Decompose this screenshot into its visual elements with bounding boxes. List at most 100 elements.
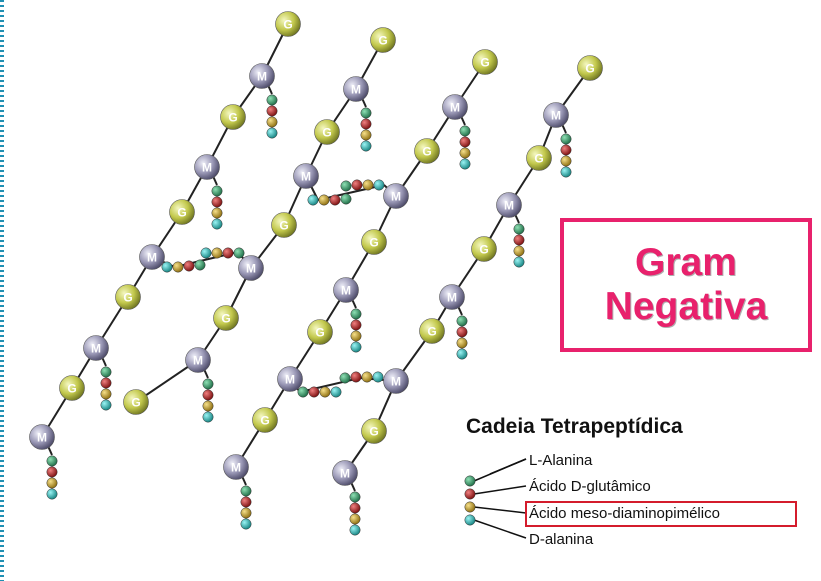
d-alanine-bead [456,348,468,360]
m-label: M [551,109,561,123]
muramic-bead: M [439,284,465,310]
dap-bead [240,507,252,519]
m-circle [223,454,249,480]
muramic-bead: M [343,76,369,102]
d-glutamic-bead [240,496,252,508]
dap-bead [46,477,58,489]
glucosamine-bead: G [307,319,333,345]
d-alanine-bead [350,341,362,353]
glucosamine-bead: G [419,318,445,344]
l-alanine-bead [100,366,112,378]
m-label: M [193,354,203,368]
dap-bead [319,386,331,398]
g-label: G [427,325,436,339]
g-circle [220,104,246,130]
dap-bead [211,247,223,259]
d-glutamic-bead [459,136,471,148]
d-alanine-bead [100,399,112,411]
glucosamine-bead: G [414,138,440,164]
d-alanine-bead [266,127,278,139]
g-circle [361,418,387,444]
l-alanine-bead [340,193,352,205]
legend-pointer [473,506,527,514]
d-alanine-bead [240,518,252,530]
muramic-bead: M [333,277,359,303]
d-alanine-bead [560,166,572,178]
g-circle [314,119,340,145]
g-label: G [221,312,230,326]
glucosamine-bead: G [115,284,141,310]
m-circle [83,335,109,361]
g-label: G [479,243,488,257]
d-glutamic-bead [360,118,372,130]
muramic-bead: M [238,255,264,281]
m-circle [277,366,303,392]
d-alanine-bead [307,194,319,206]
d-glutamic-bead [350,319,362,331]
m-label: M [91,342,101,356]
d-alanine-bead [211,218,223,230]
l-alanine-bead [211,185,223,197]
d-glutamic-bead [46,466,58,478]
d-alanine-bead [46,488,58,500]
l-alanine-bead [194,259,206,271]
d-alanine-bead [360,140,372,152]
d-glutamic-bead [329,194,341,206]
l-alanine-bead [340,180,352,192]
g-circle [271,212,297,238]
d-glutamic-bead [222,247,234,259]
crosslink-bond [317,184,385,201]
g-circle [472,49,498,75]
g-circle [361,229,387,255]
glucosamine-bead: G [252,407,278,433]
m-label: M [257,70,267,84]
g-label: G [260,414,269,428]
l-alanine-bead [360,107,372,119]
d-glutamic-bead [202,389,214,401]
m-label: M [351,83,361,97]
m-circle [383,368,409,394]
glucosamine-bead: G [577,55,603,81]
l-alanine-bead [297,386,309,398]
legend-diagram [464,458,527,539]
glucosamine-bead: G [361,418,387,444]
m-circle [293,163,319,189]
muramic-bead: M [383,368,409,394]
glucosamine-bead: G [271,212,297,238]
muramic-bead: M [383,183,409,209]
m-label: M [340,467,350,481]
m-circle [383,183,409,209]
g-label: G [369,236,378,250]
legend-pointer [489,458,527,475]
l-alanine-bead [339,372,351,384]
g-circle [169,199,195,225]
glucosamine-bead: G [169,199,195,225]
g-label: G [322,126,331,140]
l-alanine-bead [459,125,471,137]
muramic-bead: M [332,460,358,486]
g-circle [213,305,239,331]
g-label: G [378,34,387,48]
m-circle [333,277,359,303]
m-label: M [202,161,212,175]
d-glutamic-bead [308,386,320,398]
g-label: G [123,291,132,305]
g-circle [59,375,85,401]
glucosamine-bead: G [59,375,85,401]
m-label: M [447,291,457,305]
m-label: M [450,101,460,115]
m-circle [343,76,369,102]
muramic-bead: M [83,335,109,361]
g-circle [115,284,141,310]
glucosamine-bead: G [213,305,239,331]
legend-label-d-glutamic: Ácido D-glutâmico [529,478,651,495]
m-label: M [504,199,514,213]
l-alanine-bead [202,378,214,390]
l-alanine-bead [266,94,278,106]
l-alanine-bead [513,223,525,235]
g-label: G [315,326,324,340]
g-circle [252,407,278,433]
g-label: G [534,152,543,166]
legend-pointer [473,519,527,539]
g-label: G [283,18,292,32]
